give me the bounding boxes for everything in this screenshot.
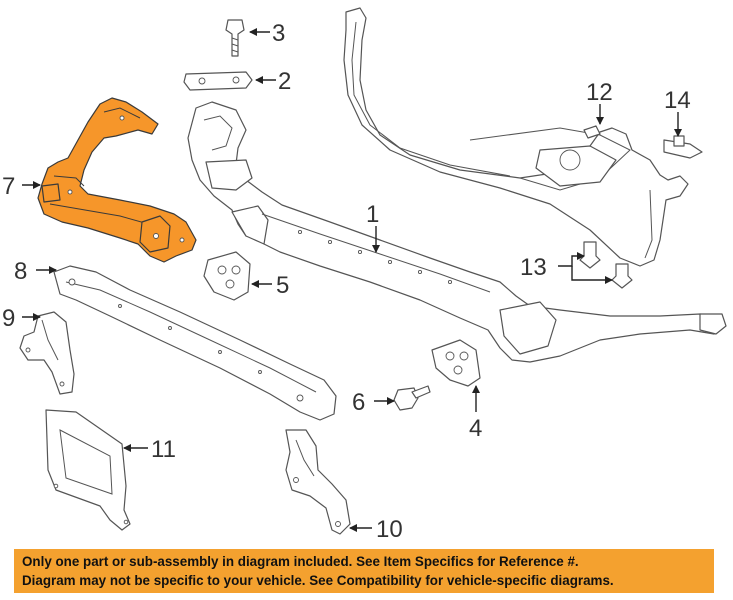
callout-3: 3 <box>272 20 285 47</box>
callout-13: 13 <box>520 254 547 281</box>
part-14-bracket <box>663 135 703 159</box>
part-9-bracket <box>19 311 75 395</box>
callout-12: 12 <box>586 79 613 106</box>
callout-numbers: 1 2 3 4 5 6 7 8 9 10 11 12 13 14 <box>2 20 691 543</box>
callout-14: 14 <box>664 87 691 114</box>
part-11-shield <box>45 409 131 531</box>
part-12-upper-tie-bar <box>343 7 689 267</box>
part-4-plate <box>431 339 481 387</box>
leader-lines <box>22 28 682 532</box>
callout-11: 11 <box>151 436 176 463</box>
callout-6: 6 <box>352 389 365 416</box>
part-2-plate <box>183 71 253 91</box>
callout-4: 4 <box>469 415 482 442</box>
callout-8: 8 <box>14 258 27 285</box>
callout-2: 2 <box>278 68 291 95</box>
part-6-bolt <box>393 385 431 411</box>
part-3-bolt <box>225 19 245 57</box>
disclaimer-line-1: Only one part or sub-assembly in diagram… <box>22 554 579 569</box>
part-7-highlighted-bracket <box>37 97 197 263</box>
part-13-studs <box>579 241 633 289</box>
part-1-radiator-support <box>187 101 727 363</box>
callout-5: 5 <box>276 272 289 299</box>
callout-7: 7 <box>2 173 15 200</box>
callout-9: 9 <box>2 305 15 332</box>
callout-10: 10 <box>376 516 403 543</box>
leader-13b <box>571 266 613 284</box>
disclaimer-banner: Only one part or sub-assembly in diagram… <box>14 549 714 593</box>
part-8-lower-tie-bar <box>53 265 337 421</box>
part-5-plate <box>203 251 251 301</box>
disclaimer-line-2: Diagram may not be specific to your vehi… <box>22 573 614 588</box>
leader-13a <box>558 252 585 267</box>
part-10-bracket <box>285 429 351 535</box>
callout-1: 1 <box>366 201 379 228</box>
